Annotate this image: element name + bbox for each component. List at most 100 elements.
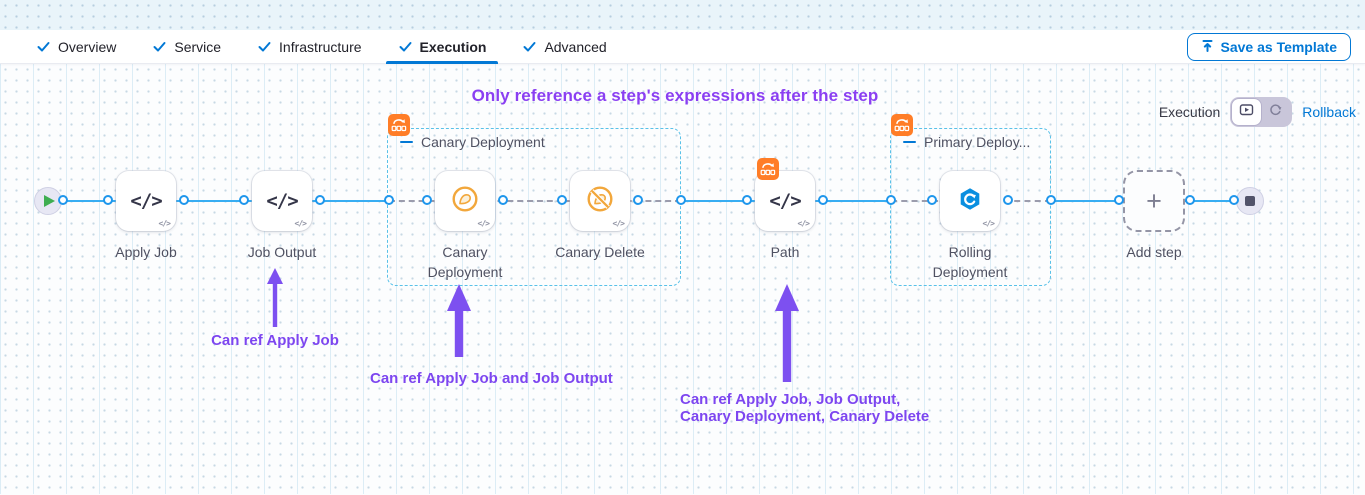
save-as-template-button[interactable]: Save as Template [1186, 32, 1351, 61]
mini-code-icon: </> [294, 219, 307, 228]
connector-dot[interactable] [557, 195, 567, 205]
annotation-arrow-path [775, 284, 799, 382]
mini-code-icon: </> [477, 219, 490, 228]
pipeline-end-node[interactable] [1236, 187, 1264, 215]
annotation-note-3-line1: Can ref Apply Job, Job Output, [680, 391, 901, 408]
code-icon: </> [266, 190, 298, 212]
step-label-apply-job: Apply Job [115, 244, 177, 260]
step-node-path[interactable]: </> </> [755, 171, 815, 231]
step-label-canary-delete: Canary Delete [555, 244, 645, 260]
mini-code-icon: </> [158, 219, 171, 228]
group-title: Canary Deployment [421, 134, 545, 150]
tab-label: Infrastructure [279, 38, 362, 55]
step-node-canary-deployment[interactable]: </> [435, 171, 495, 231]
pipeline-stage-tabbar: Overview Service Infrastructure Executio… [0, 30, 1365, 64]
rollback-link[interactable]: Rollback [1302, 104, 1356, 120]
plus-icon: + [1146, 185, 1162, 216]
collapse-icon[interactable] [400, 140, 413, 144]
step-node-apply-job[interactable]: </> </> [116, 171, 176, 231]
tab-label: Advanced [544, 38, 607, 55]
rollout-strategy-badge-icon [891, 114, 913, 136]
execution-icon [1239, 102, 1254, 122]
check-icon [257, 39, 272, 54]
add-step-label: Add step [1126, 244, 1182, 260]
step-group-canary-deployment[interactable]: Canary Deployment [387, 128, 681, 286]
link-start-to-canary-group [48, 200, 389, 202]
stop-icon [1245, 196, 1255, 206]
tab-overview[interactable]: Overview [18, 30, 134, 63]
canary-delete-icon [586, 185, 614, 218]
top-grid-strip [0, 0, 1365, 30]
tabbar-actions: Save as Template [1186, 32, 1365, 61]
connector-dot[interactable] [384, 195, 394, 205]
connector-dot[interactable] [633, 195, 643, 205]
primary-group-header[interactable]: Primary Deploy... [903, 134, 1030, 150]
tab-infrastructure[interactable]: Infrastructure [239, 30, 379, 63]
pipeline-canvas: Only reference a step's expressions afte… [0, 64, 1365, 494]
add-step-button[interactable]: + [1123, 170, 1185, 232]
code-icon: </> [769, 190, 801, 212]
step-label-path: Path [770, 244, 800, 260]
execution-rollback-toggle[interactable] [1230, 97, 1293, 127]
mini-code-icon: </> [612, 219, 625, 228]
rollout-strategy-badge-icon [388, 114, 410, 136]
save-as-template-label: Save as Template [1220, 38, 1337, 55]
annotation-arrow-canary-deployment [447, 284, 471, 357]
connector-dot[interactable] [422, 195, 432, 205]
group-title: Primary Deploy... [924, 134, 1031, 150]
connector-dot[interactable] [1229, 195, 1239, 205]
connector-dot[interactable] [1046, 195, 1056, 205]
connector-dot[interactable] [927, 195, 937, 205]
canary-group-header[interactable]: Canary Deployment [400, 134, 545, 150]
annotation-note-1: Can ref Apply Job [211, 332, 339, 349]
annotation-note-3-line2: Canary Deployment, Canary Delete [680, 408, 930, 425]
mini-code-icon: </> [982, 219, 995, 228]
connector-dot[interactable] [1185, 195, 1195, 205]
step-label-job-output: Job Output [247, 244, 317, 260]
connector-dot[interactable] [742, 195, 752, 205]
canary-icon [451, 185, 479, 218]
check-icon [522, 39, 537, 54]
tab-service[interactable]: Service [134, 30, 239, 63]
check-icon [398, 39, 413, 54]
connector-dot[interactable] [315, 195, 325, 205]
step-node-canary-delete[interactable]: </> [570, 171, 630, 231]
connector-dot[interactable] [58, 195, 68, 205]
link-inside-canary-group [389, 200, 681, 202]
collapse-icon[interactable] [903, 140, 916, 144]
step-node-rolling-deployment[interactable]: </> [940, 171, 1000, 231]
connector-dot[interactable] [1003, 195, 1013, 205]
execution-toggle-segment[interactable] [1232, 99, 1262, 125]
mini-code-icon: </> [797, 219, 810, 228]
execution-mode-label: Execution [1158, 104, 1221, 120]
step-label-rolling-deployment: Rolling Deployment [932, 244, 1008, 280]
tab-advanced[interactable]: Advanced [504, 30, 624, 63]
tab-execution[interactable]: Execution [380, 30, 505, 64]
connector-dot[interactable] [498, 195, 508, 205]
tab-label: Overview [58, 38, 117, 55]
stage-tabs: Overview Service Infrastructure Executio… [0, 30, 625, 64]
rolling-update-icon [956, 185, 984, 218]
step-label-canary-deployment: Canary Deployment [427, 244, 503, 280]
rollout-strategy-badge-icon [757, 158, 779, 180]
annotation-note-2: Can ref Apply Job and Job Output [370, 370, 613, 387]
connector-dot[interactable] [239, 195, 249, 205]
connector-dot[interactable] [1114, 195, 1124, 205]
mode-switch: Execution Rollback [1159, 97, 1356, 127]
annotation-arrow-job-output [267, 268, 283, 327]
rollback-toggle-segment[interactable] [1261, 99, 1290, 125]
play-icon [44, 195, 55, 207]
annotation-title: Only reference a step's expressions afte… [471, 86, 879, 105]
tab-label: Execution [419, 38, 487, 55]
connector-dot[interactable] [179, 195, 189, 205]
connector-dot[interactable] [103, 195, 113, 205]
upload-icon [1201, 39, 1214, 55]
connector-dot[interactable] [676, 195, 686, 205]
connector-dot[interactable] [886, 195, 896, 205]
step-group-primary-deployment[interactable]: Primary Deploy... [890, 128, 1051, 286]
check-icon [36, 39, 51, 54]
step-node-job-output[interactable]: </> </> [252, 171, 312, 231]
code-icon: </> [130, 190, 162, 212]
annotation-note-3: Can ref Apply Job, Job Output, Canary De… [680, 391, 980, 425]
connector-dot[interactable] [818, 195, 828, 205]
